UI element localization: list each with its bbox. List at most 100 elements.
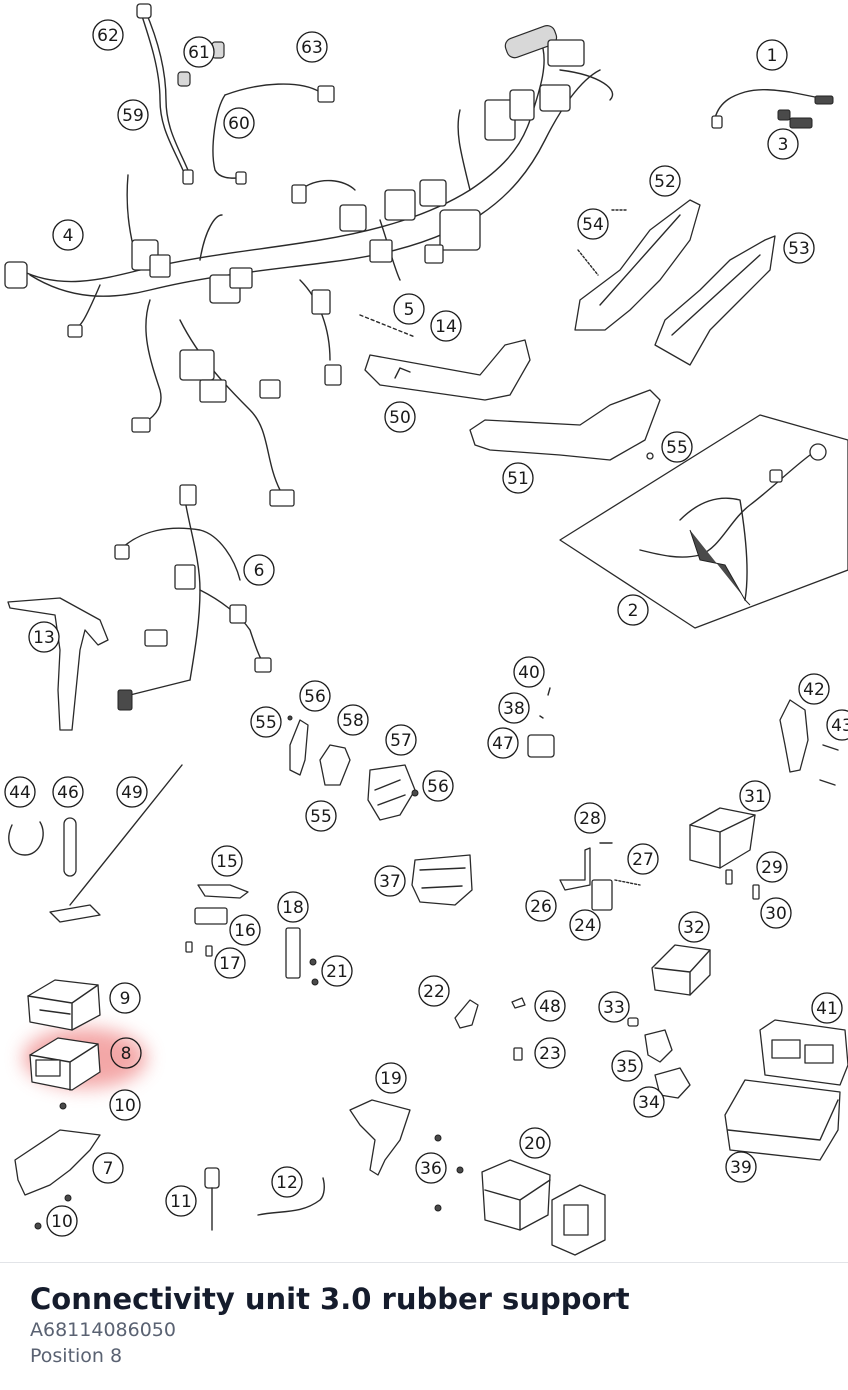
callout-2[interactable]: 2 [617, 594, 649, 626]
callout-circle [277, 891, 309, 923]
callout-61[interactable]: 61 [183, 36, 215, 68]
callout-50[interactable]: 50 [384, 401, 416, 433]
callout-circle [52, 776, 84, 808]
callout-number: 42 [803, 680, 825, 700]
callout-number: 53 [788, 239, 810, 259]
callout-56[interactable]: 56 [299, 680, 331, 712]
callout-34[interactable]: 34 [633, 1086, 665, 1118]
callout-23[interactable]: 23 [534, 1037, 566, 1069]
callout-11[interactable]: 11 [165, 1185, 197, 1217]
callout-62[interactable]: 62 [92, 19, 124, 51]
callout-22[interactable]: 22 [418, 975, 450, 1007]
callout-39[interactable]: 39 [725, 1151, 757, 1183]
callout-54[interactable]: 54 [577, 208, 609, 240]
callout-circle [598, 991, 630, 1023]
bracket-26-29-drawing [559, 842, 641, 911]
callout-13[interactable]: 13 [28, 621, 60, 653]
callout-53[interactable]: 53 [783, 232, 815, 264]
callout-circle [569, 909, 601, 941]
callout-29[interactable]: 29 [756, 851, 788, 883]
callout-4[interactable]: 4 [52, 219, 84, 251]
callout-number: 23 [539, 1044, 561, 1064]
callout-circle [223, 107, 255, 139]
callout-31[interactable]: 31 [739, 780, 771, 812]
callout-40[interactable]: 40 [513, 656, 545, 688]
callout-circle [299, 680, 331, 712]
callout-circle [534, 990, 566, 1022]
callout-1[interactable]: 1 [756, 39, 788, 71]
callout-circle [574, 802, 606, 834]
callout-20[interactable]: 20 [519, 1127, 551, 1159]
callout-number: 24 [574, 916, 596, 936]
callout-51[interactable]: 51 [502, 462, 534, 494]
part-title: Connectivity unit 3.0 rubber support [30, 1282, 630, 1316]
callout-32[interactable]: 32 [678, 911, 710, 943]
callout-7[interactable]: 7 [92, 1152, 124, 1184]
callout-46[interactable]: 46 [52, 776, 84, 808]
holder-13-drawing [7, 597, 109, 731]
callout-59[interactable]: 59 [117, 99, 149, 131]
callout-number: 46 [57, 783, 79, 803]
callout-6[interactable]: 6 [243, 554, 275, 586]
callout-26[interactable]: 26 [525, 890, 557, 922]
callout-35[interactable]: 35 [611, 1050, 643, 1082]
callout-number: 60 [228, 114, 250, 134]
callout-number: 43 [831, 716, 848, 736]
callout-circle [374, 865, 406, 897]
module-36-drawing [651, 944, 711, 996]
callout-10[interactable]: 10 [109, 1089, 141, 1121]
callout-number: 10 [51, 1212, 73, 1232]
callout-number: 56 [304, 687, 326, 707]
callout-28[interactable]: 28 [574, 802, 606, 834]
callout-5[interactable]: 5 [393, 293, 425, 325]
callout-circle [165, 1185, 197, 1217]
callout-47[interactable]: 47 [487, 727, 519, 759]
callout-44[interactable]: 44 [4, 776, 36, 808]
callout-42[interactable]: 42 [798, 673, 830, 705]
callout-27[interactable]: 27 [627, 843, 659, 875]
callout-55[interactable]: 55 [305, 800, 337, 832]
callout-3[interactable]: 3 [767, 128, 799, 160]
callout-15[interactable]: 15 [211, 845, 243, 877]
callout-38[interactable]: 38 [498, 692, 530, 724]
callout-33[interactable]: 33 [598, 991, 630, 1023]
callout-circle [110, 1037, 142, 1069]
callout-55[interactable]: 55 [661, 431, 693, 463]
callout-48[interactable]: 48 [534, 990, 566, 1022]
callout-number: 29 [761, 858, 783, 878]
callout-19[interactable]: 19 [375, 1062, 407, 1094]
callout-number: 8 [121, 1044, 132, 1064]
callout-37[interactable]: 37 [374, 865, 406, 897]
callout-52[interactable]: 52 [649, 165, 681, 197]
callout-number: 63 [301, 38, 323, 58]
callout-8[interactable]: 8 [110, 1037, 142, 1069]
callout-16[interactable]: 16 [229, 914, 261, 946]
callout-24[interactable]: 24 [569, 909, 601, 941]
callout-number: 17 [219, 954, 241, 974]
callout-60[interactable]: 60 [223, 107, 255, 139]
callout-49[interactable]: 49 [116, 776, 148, 808]
callout-14[interactable]: 14 [430, 310, 462, 342]
callout-10[interactable]: 10 [46, 1205, 78, 1237]
callout-circle [633, 1086, 665, 1118]
callout-circle [393, 293, 425, 325]
callout-63[interactable]: 63 [296, 31, 328, 63]
callout-number: 38 [503, 699, 525, 719]
screw-10c-drawing [34, 1222, 42, 1230]
callout-41[interactable]: 41 [811, 992, 843, 1024]
callout-18[interactable]: 18 [277, 891, 309, 923]
callout-30[interactable]: 30 [760, 897, 792, 929]
callout-9[interactable]: 9 [109, 982, 141, 1014]
callout-43[interactable]: 43 [826, 709, 848, 741]
callout-number: 18 [282, 898, 304, 918]
callout-circle [534, 1037, 566, 1069]
callout-36[interactable]: 36 [415, 1152, 447, 1184]
callout-circle [519, 1127, 551, 1159]
callout-55[interactable]: 55 [250, 706, 282, 738]
callout-17[interactable]: 17 [214, 947, 246, 979]
callout-12[interactable]: 12 [271, 1166, 303, 1198]
callout-21[interactable]: 21 [321, 955, 353, 987]
callout-57[interactable]: 57 [385, 724, 417, 756]
callout-58[interactable]: 58 [337, 704, 369, 736]
callout-56[interactable]: 56 [422, 770, 454, 802]
